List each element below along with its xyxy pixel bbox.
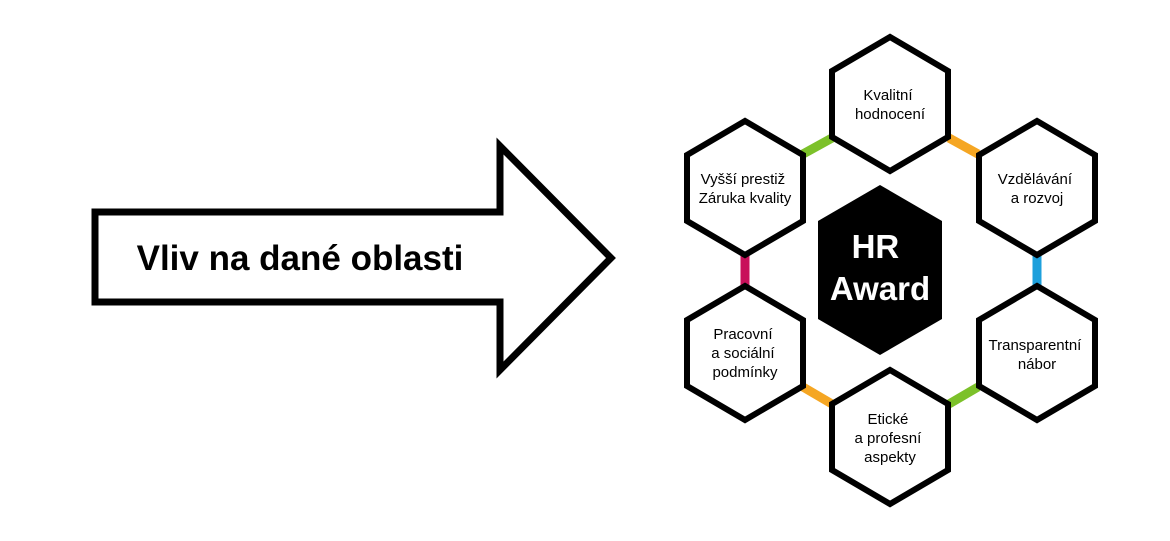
hexagon-shape — [829, 366, 951, 508]
hexagon-label-line: aspekty — [864, 449, 916, 466]
center-hexagon: HR Award — [818, 185, 942, 355]
svg-text:Vzdělávání a rozvoj: Vzdělávání a rozvoj — [998, 171, 1076, 207]
hexagon-bottom: Etické a profesní aspekty — [829, 366, 951, 508]
connector-bottomright-bottom — [946, 383, 981, 408]
hexagon-label-line: Pracovní — [713, 326, 773, 343]
connector-bottom-bottomleft — [800, 383, 835, 408]
hexagon-top-right: Vzdělávání a rozvoj — [976, 117, 1098, 259]
connector-top-topright — [946, 134, 981, 158]
svg-text:Transparentní nábor: Transparentní nábor — [989, 337, 1086, 373]
arrow: Vliv na dané oblasti — [91, 137, 616, 379]
connector-topleft-top — [800, 134, 835, 158]
hexagon-label-line: hodnocení — [855, 106, 926, 123]
hexagon-label-line: Vyšší prestiž — [701, 171, 785, 188]
hexagon-label-line: a sociální — [711, 345, 775, 362]
center-hexagon-shape — [818, 185, 942, 355]
svg-text:Pracovní a sociální: Pracovní a sociální podmínky — [711, 326, 779, 381]
hexagon-label-line: a rozvoj — [1011, 190, 1064, 207]
hexagon-label-line: Transparentní — [989, 337, 1083, 354]
connectors — [740, 134, 1042, 408]
hexagon-shape — [684, 117, 806, 259]
arrow-label: Vliv na dané oblasti — [137, 239, 464, 278]
hexagon-top-left: Vyšší prestiž Záruka kvality — [684, 117, 806, 259]
hexagon-bottom-right: Transparentní nábor — [976, 282, 1098, 424]
hexagon-shape — [976, 117, 1098, 259]
arrow-shape — [91, 137, 616, 379]
svg-text:Etické a profesní: Etické a profesní aspekty — [855, 411, 926, 466]
hexagon-label-line: Kvalitní — [863, 87, 913, 104]
center-label-line-2: Award — [830, 270, 930, 307]
svg-text:HR Award: HR Award — [830, 228, 930, 307]
hexagon-label-line: a profesní — [855, 430, 923, 447]
hexagon-label-line: Záruka kvality — [699, 190, 792, 207]
hexagon-shape — [684, 282, 806, 424]
hexagon-label-line: podmínky — [712, 364, 778, 381]
center-label-line-1: HR — [852, 228, 900, 265]
hexagon-top: Kvalitní hodnocení — [829, 33, 951, 175]
hexagon-label-line: Vzdělávání — [998, 171, 1073, 188]
hexagon-label-line: Etické — [867, 411, 908, 428]
hexagon-shape — [829, 33, 951, 175]
hexagon-label-line: nábor — [1018, 356, 1056, 373]
hexagon-bottom-left: Pracovní a sociální podmínky — [684, 282, 806, 424]
svg-text:Vyšší prestiž Záruka kva: Vyšší prestiž Záruka kvality — [699, 171, 792, 207]
svg-text:Kvalitní hodnocení: Kvalitní hodnocení — [855, 87, 926, 123]
hexagon-shape — [976, 282, 1098, 424]
